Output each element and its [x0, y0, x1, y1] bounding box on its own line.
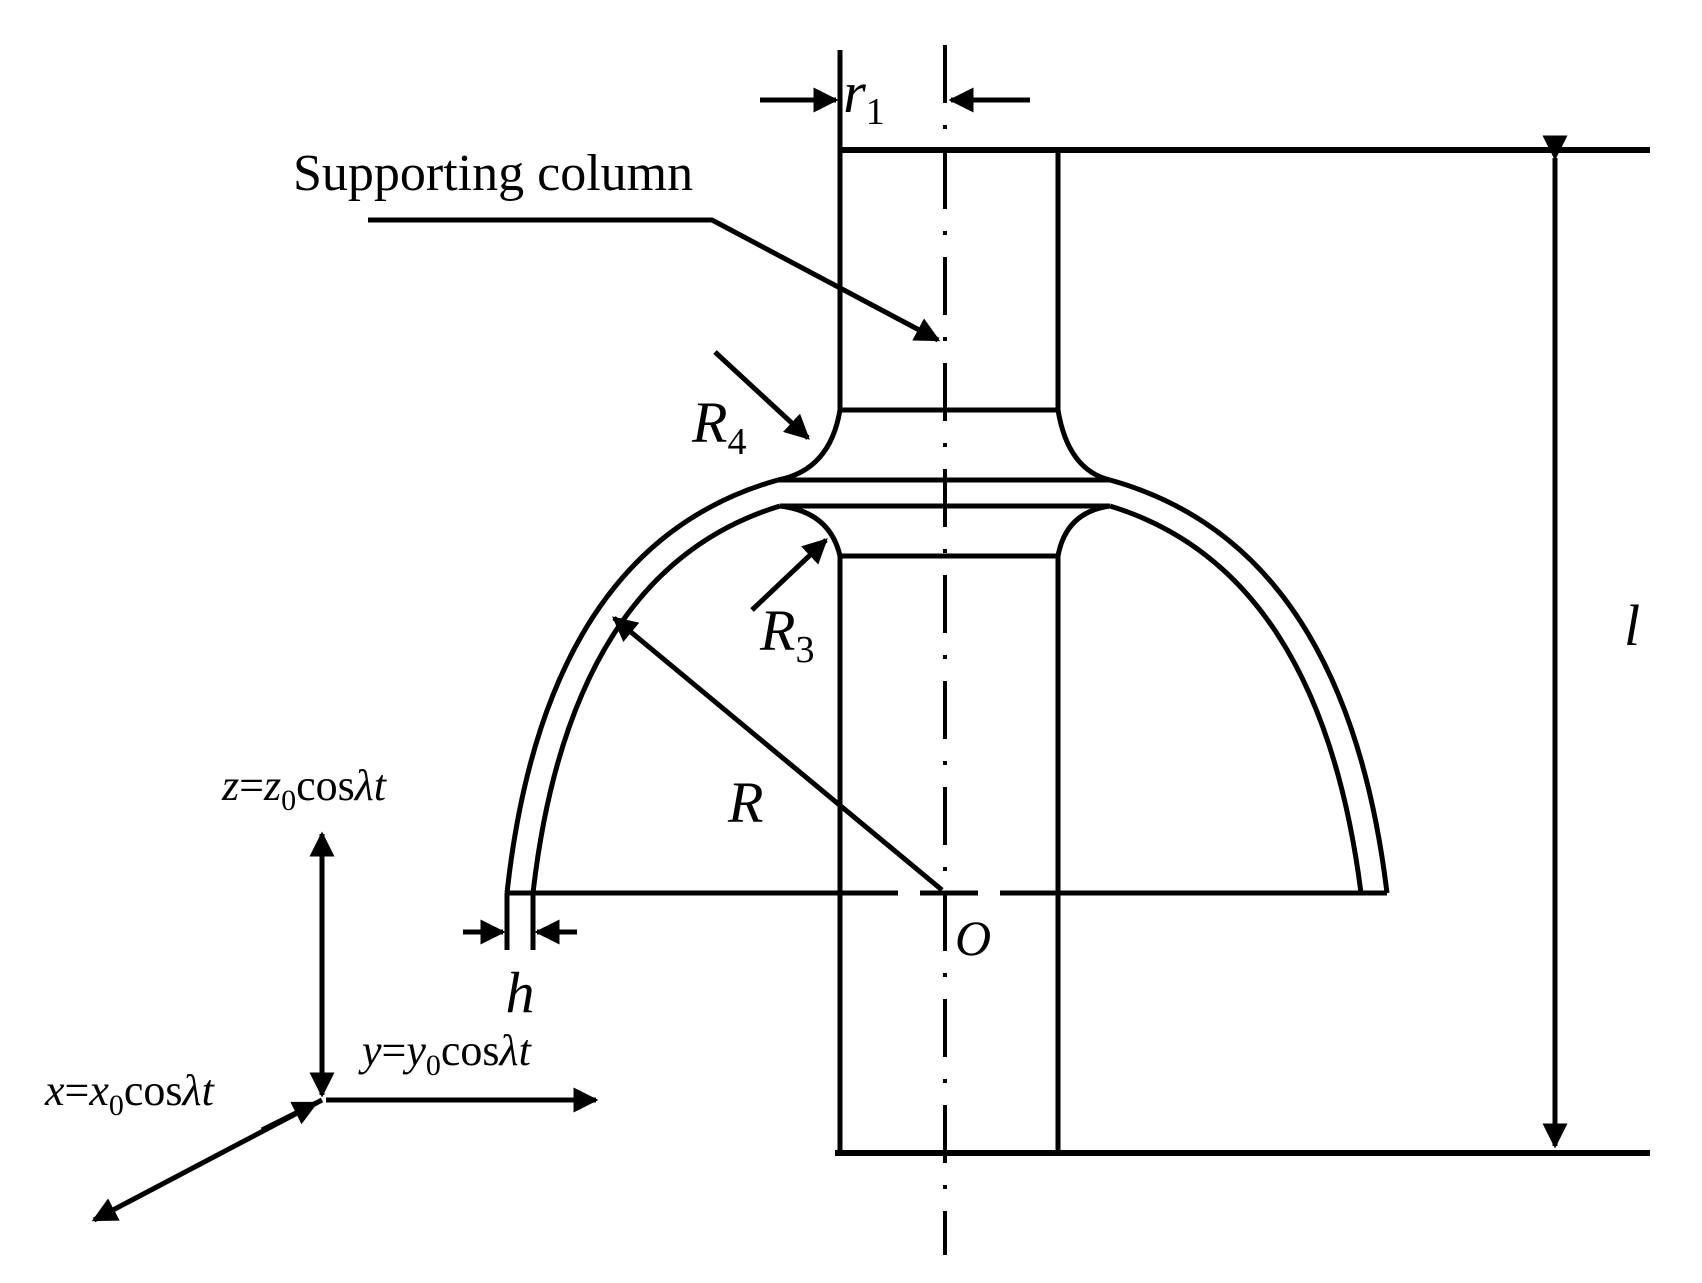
- lower-column: [835, 556, 1650, 1156]
- label-r1-subscript: 1: [866, 91, 885, 133]
- dimension-R: R: [612, 616, 944, 892]
- y-excitation-equation: y=y0cosλt: [358, 1026, 533, 1082]
- label-supporting-column: Supporting column: [293, 145, 693, 202]
- label-l: l: [1624, 593, 1640, 658]
- label-R3-symbol: R: [759, 598, 795, 663]
- svg-text:R4: R4: [691, 390, 746, 463]
- supporting-column-leader: Supporting column: [293, 145, 941, 343]
- dimension-R3: R3: [750, 538, 828, 671]
- dimension-r1: r1: [760, 50, 1030, 150]
- label-R3-subscript: 3: [795, 629, 814, 671]
- label-r1-symbol: r: [843, 60, 866, 125]
- label-h: h: [506, 960, 535, 1025]
- label-O: O: [955, 910, 991, 966]
- excitation-axes: [91, 831, 599, 1223]
- label-R4-symbol: R: [691, 390, 727, 455]
- stem-fillets: [777, 409, 1111, 559]
- svg-text:R3: R3: [759, 598, 814, 671]
- label-R4-subscript: 4: [727, 421, 746, 463]
- z-excitation-equation: z=z0cosλt: [221, 761, 388, 817]
- x-excitation-equation: x=x0cosλt: [44, 1066, 216, 1122]
- dimension-h: h: [463, 893, 577, 1025]
- label-R: R: [727, 770, 763, 835]
- upper-column: [837, 147, 1650, 413]
- dimension-R4: R4: [691, 350, 810, 463]
- svg-text:r1: r1: [843, 60, 885, 133]
